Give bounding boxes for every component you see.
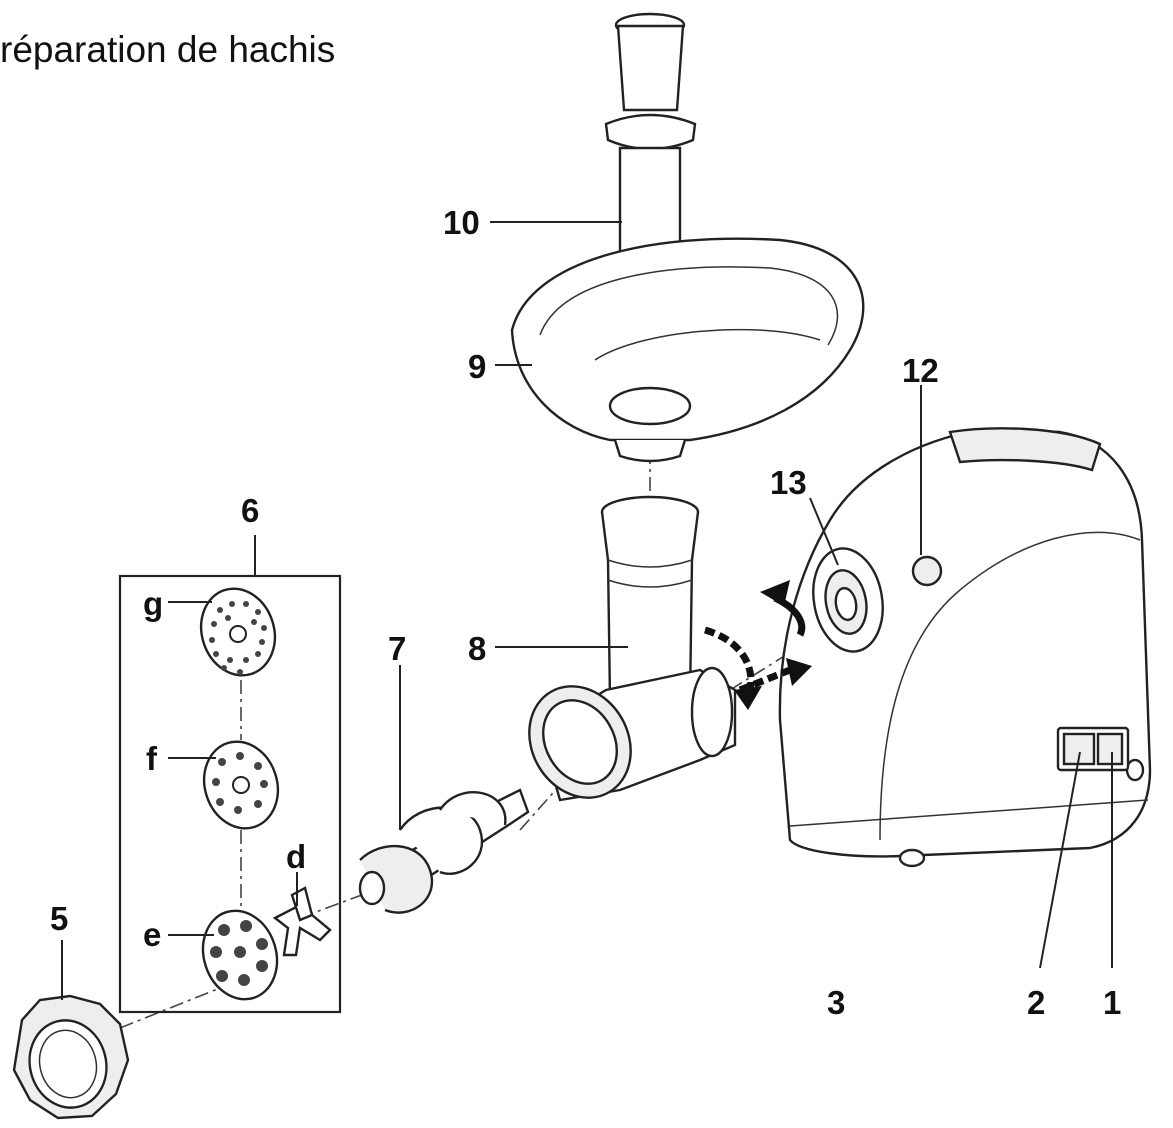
- release-button-icon: [911, 555, 943, 587]
- grinder-head: [528, 495, 737, 802]
- tray: [510, 237, 865, 463]
- part-labels: 10 9 12 13 6 g 7 8 f d 5 e 3 2 1: [50, 204, 1121, 1021]
- label-5: 5: [50, 900, 68, 937]
- power-switch-icon: [1096, 732, 1124, 766]
- cutting-plates-group: [118, 574, 342, 1014]
- label-2: 2: [1027, 984, 1045, 1021]
- label-10: 10: [443, 204, 480, 241]
- fine-plate: [199, 587, 277, 677]
- label-9: 9: [468, 348, 486, 385]
- feed-screw: [358, 788, 530, 914]
- motor-unit: [778, 427, 1152, 868]
- label-1: 1: [1103, 984, 1121, 1021]
- ring-nut: [12, 994, 130, 1120]
- cross-blade: [272, 886, 332, 957]
- diagram-title: réparation de hachis: [0, 29, 335, 70]
- label-12: 12: [902, 352, 939, 389]
- medium-plate: [202, 740, 280, 830]
- label-6: 6: [241, 492, 259, 529]
- label-3: 3: [827, 984, 845, 1021]
- label-13: 13: [770, 464, 807, 501]
- label-f: f: [146, 740, 158, 777]
- label-d: d: [286, 838, 306, 875]
- label-7: 7: [388, 630, 406, 667]
- rotation-arrows: [703, 580, 812, 710]
- label-e: e: [143, 916, 161, 953]
- leader-lines: [61, 221, 1113, 1000]
- coarse-plate: [201, 909, 279, 1001]
- label-g: g: [143, 585, 163, 622]
- label-8: 8: [468, 630, 486, 667]
